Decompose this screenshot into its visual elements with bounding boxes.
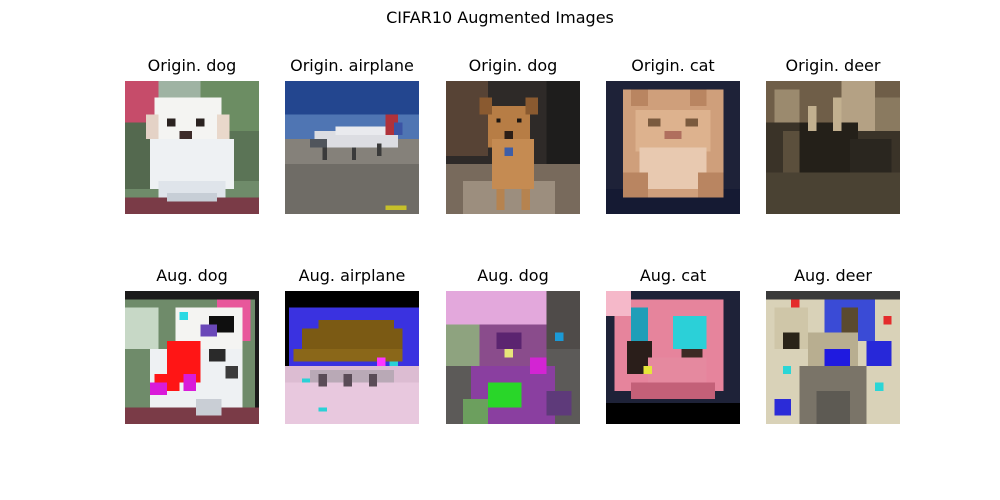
augmented-deer-panel: Aug. deer: [743, 266, 923, 426]
original-deer-panel: Origin. deer: [743, 56, 923, 216]
augmented-dog-panel-2: Aug. dog: [423, 266, 603, 426]
augmented-dog-image: [125, 291, 259, 424]
original-airplane-panel: Origin. airplane: [262, 56, 442, 216]
panel-title: Aug. cat: [639, 266, 707, 285]
augmented-cat-image: [606, 291, 740, 424]
augmented-airplane-image: [285, 291, 419, 424]
augmented-images-row: Aug. dog: [0, 266, 1000, 436]
original-dog-image-2: [446, 81, 580, 214]
figure-title: CIFAR10 Augmented Images: [386, 8, 614, 27]
panel-title: Origin. airplane: [290, 56, 414, 75]
panel-title: Aug. dog: [477, 266, 549, 285]
panel-title: Origin. cat: [631, 56, 715, 75]
panel-title: Aug. dog: [156, 266, 228, 285]
original-cat-image: [606, 81, 740, 214]
original-images-row: Origin. dog Origin. a: [0, 56, 1000, 226]
original-cat-panel: Origin. cat: [583, 56, 763, 216]
panel-title: Origin. dog: [468, 56, 558, 75]
original-dog-panel-2: Origin. dog: [423, 56, 603, 216]
augmented-airplane-panel: Aug. airplane: [262, 266, 442, 426]
panel-title: Aug. deer: [794, 266, 872, 285]
augmented-dog-image-2: [446, 291, 580, 424]
augmented-cat-panel: Aug. cat: [583, 266, 763, 426]
original-dog-image: [125, 81, 259, 214]
original-dog-panel: Origin. dog: [102, 56, 282, 216]
original-airplane-image: [285, 81, 419, 214]
panel-title: Aug. airplane: [298, 266, 406, 285]
augmented-dog-panel: Aug. dog: [102, 266, 282, 426]
original-deer-image: [766, 81, 900, 214]
panel-title: Origin. deer: [785, 56, 881, 75]
panel-title: Origin. dog: [147, 56, 237, 75]
augmented-deer-image: [766, 291, 900, 424]
